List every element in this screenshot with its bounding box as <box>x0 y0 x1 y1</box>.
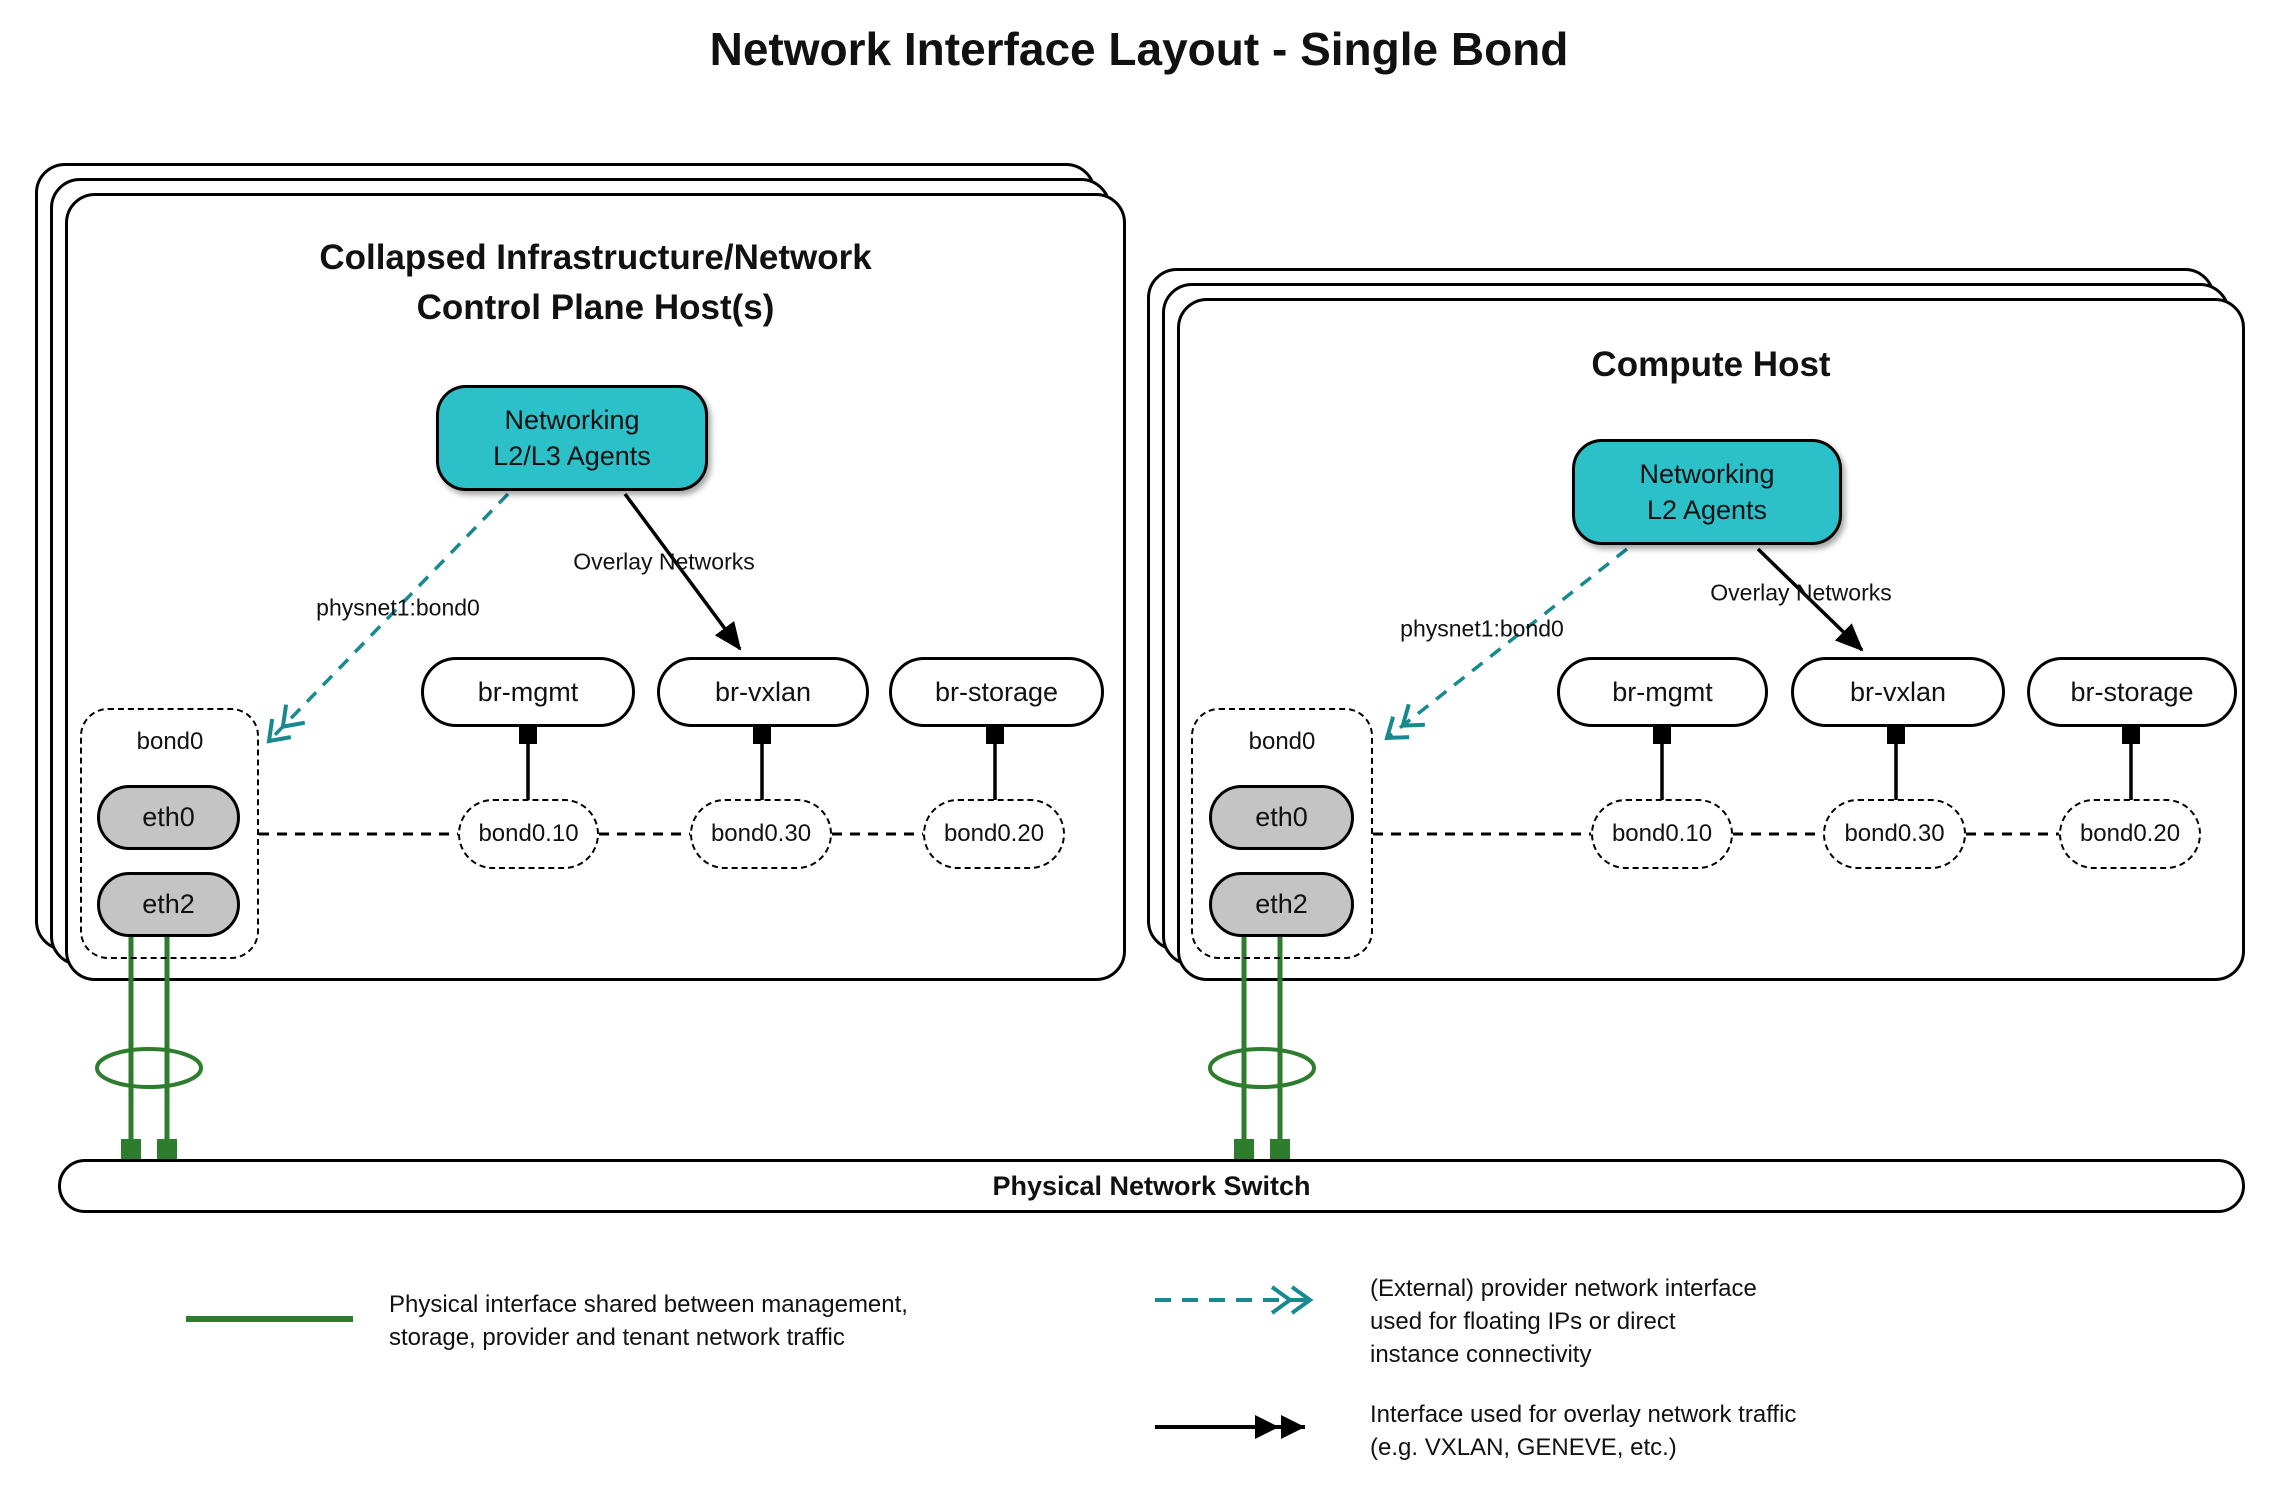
left-br-vxlan-tap <box>753 726 771 744</box>
left-bond-wires <box>128 900 170 1160</box>
right-eth0: eth0 <box>1209 785 1354 850</box>
right-bond0-group <box>1191 708 1373 959</box>
right-vlan-bond0-30: bond0.30 <box>1823 799 1966 869</box>
legend-physical-line1: Physical interface shared between manage… <box>389 1291 908 1318</box>
right-br-vxlan: br-vxlan <box>1791 657 2005 727</box>
legend-provider-line2: used for floating IPs or direct <box>1370 1308 1676 1336</box>
left-vlan-bond0-10: bond0.10 <box>458 799 599 869</box>
left-host-title-line2: Control Plane Host(s) <box>416 287 775 327</box>
left-agent-line1: Networking <box>504 404 640 435</box>
left-br-storage-tap <box>986 726 1004 744</box>
left-vlan-bond0-20: bond0.20 <box>923 799 1065 869</box>
right-agent-line2: L2 Agents <box>1646 495 1768 525</box>
right-br-vxlan-tap <box>1887 726 1905 744</box>
left-provider-arrow <box>266 492 510 744</box>
legend-overlay-text: Interface used for overlay network traff… <box>1370 1398 1796 1464</box>
left-br-storage: br-storage <box>889 657 1104 727</box>
right-br-mgmt-tap <box>1653 726 1671 744</box>
right-networking-agents: Networking L2 Agents <box>1572 439 1842 545</box>
right-bond-port-1 <box>1234 1139 1254 1159</box>
right-bond-wires <box>1241 900 1283 1160</box>
left-networking-agents: Networking L2/L3 Agents <box>436 385 708 491</box>
left-bond-ring <box>95 1047 203 1089</box>
left-vlan-bond0-30: bond0.30 <box>690 799 832 869</box>
left-br-mgmt-tap <box>519 726 537 744</box>
left-br-mgmt: br-mgmt <box>421 657 635 727</box>
legend-physical-line2: storage, provider and tenant network tra… <box>389 1324 845 1352</box>
left-bond0-label: bond0 <box>136 728 204 755</box>
right-vlan-bond0-10: bond0.10 <box>1591 799 1733 869</box>
physical-network-switch: Physical Network Switch <box>58 1159 2245 1213</box>
right-provider-arrow <box>1384 547 1629 741</box>
right-br-storage: br-storage <box>2027 657 2237 727</box>
right-br-storage-tap <box>2122 726 2140 744</box>
right-host-box <box>1177 298 2245 981</box>
legend-overlay-line1: Interface used for overlay network traff… <box>1370 1401 1797 1428</box>
left-bond-port-2 <box>157 1139 177 1159</box>
left-eth0: eth0 <box>97 785 240 850</box>
right-bond-port-2 <box>1270 1139 1290 1159</box>
left-physnet-label: physnet1:bond0 <box>316 594 480 621</box>
legend-provider-line1: (External) provider network interface <box>1370 1275 1757 1302</box>
right-eth2: eth2 <box>1209 872 1354 937</box>
left-overlay-arrow <box>623 492 742 651</box>
left-host-title-line1: Collapsed Infrastructure/Network <box>319 238 872 277</box>
right-bond0-label: bond0 <box>1248 728 1316 755</box>
legend-overlay-line2: (e.g. VXLAN, GENEVE, etc.) <box>1370 1434 1677 1462</box>
left-agent-line2: L2/L3 Agents <box>493 441 651 471</box>
switch-label: Physical Network Switch <box>992 1170 1311 1201</box>
legend-provider-line3: instance connectivity <box>1370 1341 1592 1369</box>
left-overlay-networks-label: Overlay Networks <box>573 548 755 575</box>
left-bond-port-1 <box>121 1139 141 1159</box>
right-agent-line1: Networking <box>1639 458 1775 489</box>
right-bridge-links <box>1660 744 2133 800</box>
right-host-title-line1: Compute Host <box>1591 345 1831 384</box>
left-bond0-group <box>80 708 259 959</box>
right-vlan-bond0-20: bond0.20 <box>2059 799 2201 869</box>
left-host-title: Collapsed Infrastructure/Network Control… <box>65 233 1126 332</box>
diagram-title: Network Interface Layout - Single Bond <box>709 23 1569 75</box>
right-bond-ring <box>1208 1047 1316 1089</box>
left-br-vxlan: br-vxlan <box>657 657 869 727</box>
right-overlay-arrow <box>1756 547 1864 652</box>
legend-physical-text: Physical interface shared between manage… <box>389 1288 908 1354</box>
right-br-mgmt: br-mgmt <box>1557 657 1768 727</box>
right-host-title: Compute Host <box>1177 340 2245 390</box>
right-overlay-networks-label: Overlay Networks <box>1710 579 1892 606</box>
left-eth2: eth2 <box>97 872 240 937</box>
left-bridge-links <box>526 744 997 800</box>
right-physnet-label: physnet1:bond0 <box>1400 615 1564 642</box>
legend-provider-text: (External) provider network interface us… <box>1370 1272 1757 1371</box>
